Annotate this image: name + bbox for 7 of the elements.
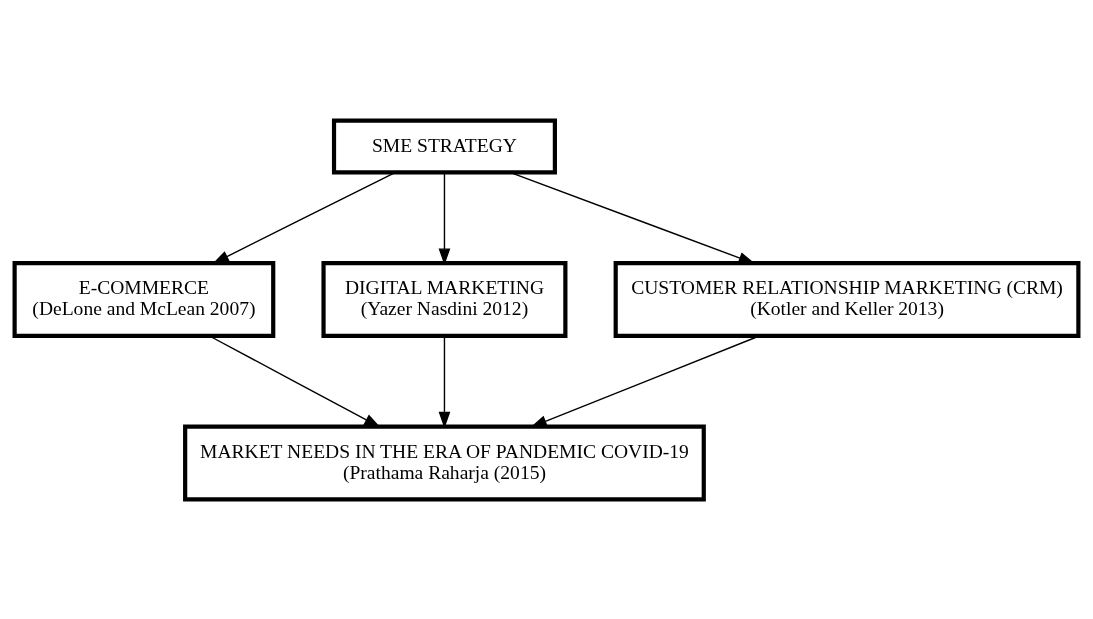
node-box: E-COMMERCE (DeLone and McLean 2007) [12,260,276,338]
node-box: SME STRATEGY [331,118,557,174]
node-box: MARKET NEEDS IN THE ERA OF PANDEMIC COVID-19 (Prathama Raharja (2015) [183,424,706,501]
arrow [438,335,451,429]
arrow [212,171,397,264]
node-box: DIGITAL MARKETING (Yazer Nasdini 2012) [321,260,568,338]
node-box: CUSTOMER RELATIONSHIP MARKETING (CRM) (Kotler and Keller 2013) [613,260,1081,338]
